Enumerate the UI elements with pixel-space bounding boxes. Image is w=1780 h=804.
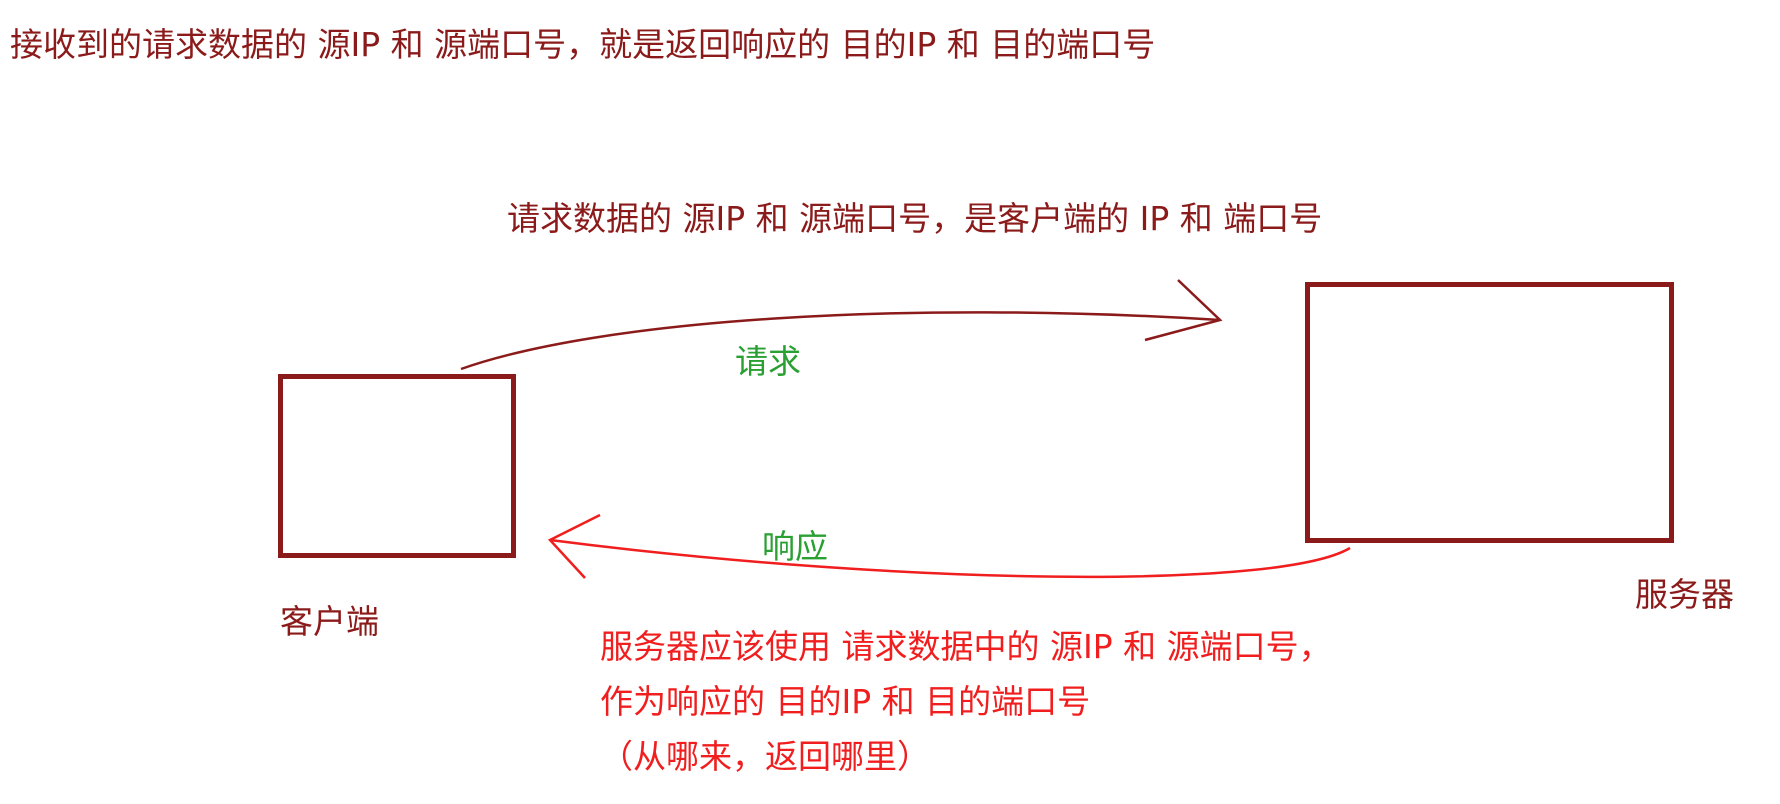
response-arrow (549, 538, 1351, 579)
page-heading: 接收到的请求数据的 源IP 和 源端口号，就是返回响应的 目的IP 和 目的端口… (10, 25, 1156, 64)
client-box (278, 374, 516, 558)
server-box (1305, 282, 1674, 543)
server-note-line2: 作为响应的 目的IP 和 目的端口号 (600, 682, 1091, 721)
request-arrow (460, 311, 1221, 371)
response-label: 响应 (762, 527, 828, 566)
client-label: 客户端 (280, 602, 379, 641)
request-arrowhead (1144, 279, 1223, 342)
response-arrowhead (547, 513, 601, 579)
server-note-line1: 服务器应该使用 请求数据中的 源IP 和 源端口号， (600, 627, 1332, 666)
request-note: 请求数据的 源IP 和 源端口号，是客户端的 IP 和 端口号 (507, 199, 1323, 238)
server-note-line3: （从哪来，返回哪里） (600, 737, 930, 776)
server-label: 服务器 (1635, 575, 1734, 614)
request-label: 请求 (735, 342, 801, 381)
